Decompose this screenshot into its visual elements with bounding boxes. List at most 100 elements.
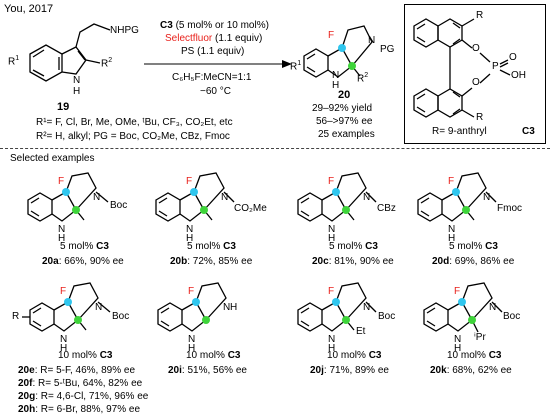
svg-text:F: F (60, 286, 66, 297)
example-20d-pg: Fmoc (497, 203, 522, 214)
svg-text:N: N (188, 334, 195, 345)
example-20i-loading: 10 mol% C3 (186, 350, 241, 361)
example-20a-loading: 5 mol% C3 (60, 241, 109, 252)
catalyst-p: P (492, 61, 499, 72)
example-20k-pg: Boc (503, 311, 521, 322)
product-20-structure (303, 25, 373, 78)
condition-catalyst: C3 (5 mol% or 10 mol%) (160, 20, 269, 31)
example-20g-result: 20g: R= 4,6-Cl, 71%, 96% ee (18, 391, 149, 402)
catalyst-legend: R= 9-anthryl (432, 126, 487, 137)
svg-text:H: H (186, 233, 193, 244)
example-20b-loading: 5 mol% C3 (187, 241, 236, 252)
example-20a-result: 20a: 66%, 90% ee (42, 256, 124, 267)
r2-definition: R²= H, alkyl; PG = Boc, CO₂Me, CBz, Fmoc (36, 131, 230, 142)
example-20b-structure: F N N H (155, 172, 235, 244)
example-20e-r-substituent: R (12, 311, 20, 322)
svg-text:N: N (363, 192, 370, 203)
svg-text:H: H (454, 343, 461, 354)
catalyst-oh: OH (511, 70, 526, 81)
reactant-r2-label: R2 (101, 57, 113, 70)
svg-text:H: H (230, 302, 237, 313)
example-20c-structure: F N N H (297, 172, 377, 244)
svg-text:N: N (328, 334, 335, 345)
example-20e-result: 20e: R= 5-F, 46%, 89% ee (18, 365, 136, 376)
example-20j-structure: F N N H (297, 282, 377, 354)
example-20b-pg: CO₂Me (234, 203, 267, 214)
svg-text:F: F (186, 176, 192, 187)
svg-text:H: H (328, 343, 335, 354)
condition-solvent: C₆H₅F:MeCN=1:1 (172, 72, 252, 83)
catalyst-o-double: O (509, 52, 517, 63)
example-20f-result: 20f: R= 5-ᵗBu, 64%, 82% ee (18, 378, 143, 389)
catalyst-r-top: R (476, 10, 484, 21)
reactant-nhpg-label: NHPG (110, 25, 139, 36)
example-20c-result: 20c: 81%, 90% ee (312, 256, 394, 267)
svg-text:N: N (186, 224, 193, 235)
example-20i-result: 20i: 51%, 56% ee (168, 365, 247, 376)
svg-text:N: N (93, 192, 100, 203)
reactant-r1-label: R1 (8, 55, 20, 68)
svg-text:F: F (328, 286, 334, 297)
selected-examples-title: Selected examples (10, 153, 95, 164)
catalyst-r-bottom: R (476, 112, 484, 123)
reactant-19-structure (29, 23, 111, 82)
example-20e-pg: Boc (112, 311, 130, 322)
svg-text:N: N (328, 224, 335, 235)
example-20a-pg: Boc (110, 200, 128, 211)
svg-text:N: N (448, 224, 455, 235)
svg-text:N: N (483, 192, 490, 203)
example-20k-structure: F N N H (423, 282, 503, 354)
example-20h-result: 20h: R= 6-Br, 88%, 97% ee (18, 404, 141, 415)
example-20c-pg: CBz (377, 203, 396, 214)
product-r1-label: R1 (290, 60, 302, 73)
example-20d-loading: 5 mol% C3 (449, 241, 498, 252)
svg-text:H: H (448, 233, 455, 244)
catalyst-o-upper: O (472, 43, 480, 54)
example-20e-h-structure: F N N H (22, 282, 111, 354)
example-20k-r2: ⁱPr (474, 332, 486, 343)
svg-text:F: F (328, 176, 334, 187)
section-divider (0, 148, 550, 149)
condition-fluorinating: Selectfluor (1.1 equiv) (165, 33, 263, 44)
product-f-label: F (328, 30, 335, 41)
reactant-nh-label: N (73, 75, 81, 86)
svg-text:H: H (60, 343, 67, 354)
catalyst-label: C3 (522, 126, 535, 137)
catalyst-binol-structure (413, 18, 511, 118)
example-20a-structure: F N N H (27, 172, 109, 244)
result-examples: 25 examples (318, 129, 375, 140)
product-nh-label: N (332, 70, 340, 81)
svg-text:H: H (188, 343, 195, 354)
svg-text:H: H (58, 233, 65, 244)
condition-base: PS (1.1 equiv) (181, 46, 245, 57)
catalyst-box (404, 4, 546, 144)
product-n-label: N (368, 35, 376, 46)
result-yield: 29–92% yield (312, 103, 373, 114)
example-20b-result: 20b: 72%, 85% ee (170, 256, 253, 267)
svg-text:F: F (188, 286, 194, 297)
product-h-label: H (332, 80, 340, 91)
example-20e-loading: 10 mol% C3 (58, 350, 113, 361)
example-20j-pg: Boc (378, 311, 396, 322)
example-20k-loading: 10 mol% C3 (447, 350, 502, 361)
product-pg-label: PG (380, 44, 395, 55)
product-compound-label: 20 (338, 89, 351, 101)
example-20k-result: 20k: 68%, 62% ee (430, 365, 512, 376)
result-ee: 56–>97% ee (316, 116, 373, 127)
reactant-compound-label: 19 (57, 101, 70, 113)
svg-text:F: F (454, 286, 460, 297)
example-20d-structure: F N N H (417, 172, 497, 244)
example-20j-result: 20j: 71%, 89% ee (310, 365, 389, 376)
svg-text:N: N (58, 224, 65, 235)
svg-text:F: F (58, 176, 64, 187)
svg-text:F: F (448, 176, 454, 187)
condition-temperature: −60 °C (200, 86, 231, 97)
svg-text:N: N (454, 334, 461, 345)
r1-definition: R¹= F, Cl, Br, Me, OMe, ᵗBu, CF₃, CO₂Et,… (36, 117, 233, 128)
svg-text:N: N (489, 302, 496, 313)
svg-text:N: N (95, 302, 102, 313)
example-20d-result: 20d: 69%, 86% ee (432, 256, 515, 267)
product-r2-label: R2 (357, 72, 369, 85)
example-20j-r2: Et (356, 326, 366, 337)
svg-text:H: H (328, 233, 335, 244)
